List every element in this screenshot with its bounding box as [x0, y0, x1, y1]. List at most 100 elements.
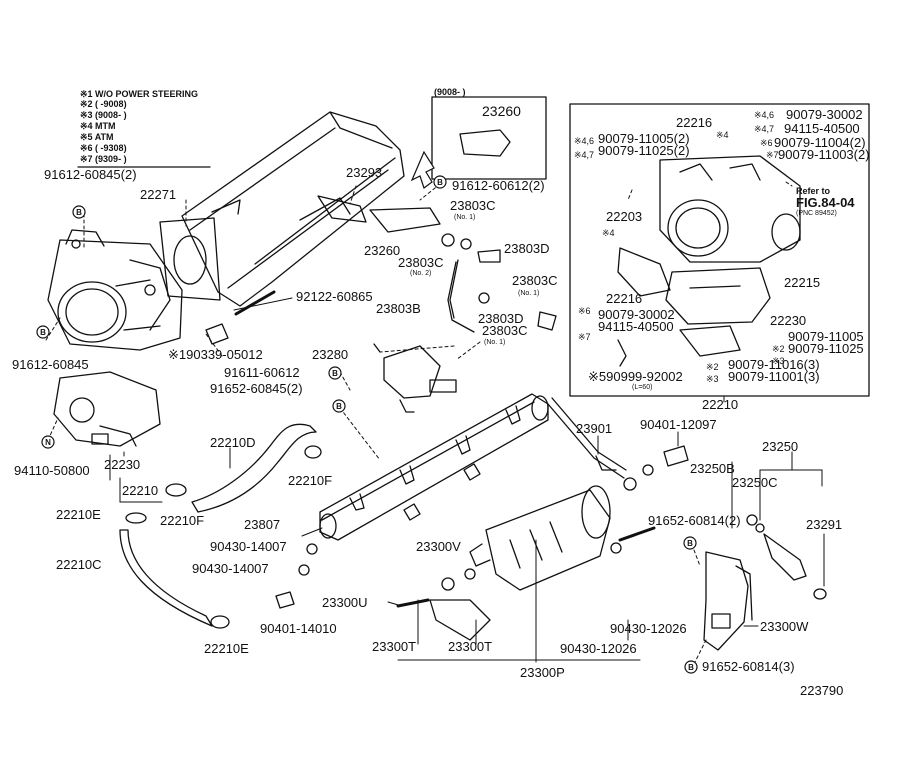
legend-line-3: ※3 (9008- )	[80, 110, 127, 120]
pipe-90339	[205, 323, 229, 345]
label-r22215: 22215	[784, 275, 821, 290]
label-r22216-top: 22216	[676, 115, 713, 130]
label-23300U: 23300U	[322, 595, 368, 610]
label-23291: 23291	[806, 517, 843, 532]
inset-injector	[459, 129, 511, 157]
inset-box-right	[569, 103, 870, 397]
label-90339-05012: ※190339-05012	[168, 347, 263, 362]
throttle-body-left	[47, 229, 183, 351]
label-r94115-40500-b: 94115-40500	[598, 319, 674, 334]
label-r-s7: ※7	[766, 150, 779, 160]
label-r90079-11005: 90079-11005	[788, 329, 864, 344]
label-91652-60814-3: 91652-60814(3)	[702, 659, 795, 674]
label-22230-left: 22230	[104, 457, 141, 472]
fuel-pipe-23901	[547, 403, 625, 479]
legend-line-1: ※1 W/O POWER STEERING	[80, 89, 199, 99]
label-r22216-mid: 22216	[606, 291, 643, 306]
label-23250C: 23250C	[732, 475, 778, 490]
label-22210E-bottom: 22210E	[204, 641, 249, 656]
hose-22210C	[119, 529, 213, 627]
idle-valve-right	[665, 267, 771, 357]
label-r90079-30002-b: 90079-30002	[598, 307, 675, 322]
inset-box-top	[431, 96, 547, 180]
gasket-23293	[317, 195, 367, 223]
label-r-s6-b: ※6	[578, 306, 591, 316]
label-23803C-2-note: (No. 2)	[410, 270, 432, 277]
label-22210F-right: 22210F	[288, 473, 333, 488]
label-23300T-b: 23300T	[448, 639, 493, 654]
label-refer-to: Refer to	[796, 186, 831, 196]
label-90401-14010: 90401-14010	[260, 621, 337, 636]
throttle-body-right	[617, 155, 801, 297]
clamp-22210F-b	[304, 445, 322, 459]
bolt-90401-14010	[275, 591, 295, 609]
injector-23291	[763, 533, 807, 581]
label-94110-50800: 94110-50800	[14, 463, 90, 478]
hose-22210D	[191, 423, 317, 513]
hose-L60	[617, 339, 627, 367]
label-r-s3: ※3	[772, 356, 785, 366]
label-23803C-3-note: (No. 1)	[518, 290, 540, 297]
marker-b-6: B	[687, 539, 693, 548]
label-r-s4-6a: ※4,6	[754, 110, 775, 120]
clamp-22210E	[125, 512, 147, 524]
label-23803C-4: 23803C	[482, 323, 528, 338]
label-r-s6: ※6	[760, 138, 773, 148]
label-91612-60845-2: 91612-60845(2)	[44, 167, 137, 182]
label-r-s4-b: ※4	[602, 228, 615, 238]
plenum-flange	[159, 217, 221, 301]
marker-n: N	[45, 438, 51, 447]
label-r90079-11025: 90079-11025	[788, 341, 864, 356]
label-23803C-2: 23803C	[398, 255, 444, 270]
marker-b-1: B	[76, 208, 82, 217]
inset-top-part: 23260	[482, 103, 521, 119]
clamp-22210F	[165, 483, 187, 497]
marker-b-4: B	[332, 369, 338, 378]
label-fig-84-04: FIG.84-04	[796, 195, 855, 210]
label-90430-12026-b: 90430-12026	[610, 621, 687, 636]
label-r-s2-b: ※2	[706, 362, 719, 372]
label-r-l60: (L=60)	[632, 384, 653, 391]
label-23901: 23901	[576, 421, 613, 436]
label-r90999-92002: ※590999-92002	[588, 369, 683, 384]
pressure-regulator	[373, 343, 457, 413]
label-pnc: (PNC 89452)	[796, 210, 837, 217]
label-r-s7-b: ※7	[578, 332, 591, 342]
label-23300P: 23300P	[520, 665, 565, 680]
label-23803C-1: 23803C	[450, 198, 496, 213]
arrow-icon	[410, 150, 435, 189]
label-91612-60845: 91612-60845	[12, 357, 89, 372]
label-r90079-11025-2: 90079-11025(2)	[598, 143, 690, 158]
label-23300W: 23300W	[760, 619, 809, 634]
fuel-filter	[429, 485, 611, 641]
label-23260-main: 23260	[364, 243, 401, 258]
label-23803D-1: 23803D	[504, 241, 550, 256]
label-23250B: 23250B	[690, 461, 735, 476]
label-r-s3-b: ※3	[706, 374, 719, 384]
legend-line-5: ※5 ATM	[80, 132, 114, 142]
label-r90079-11004-2: 90079-11004(2)	[774, 135, 866, 150]
leader-lines-solid	[109, 297, 825, 663]
label-r22230: 22230	[770, 313, 807, 328]
label-r-s4-7b: ※4,7	[574, 150, 595, 160]
washer-b	[298, 564, 310, 576]
label-22210-left: 22210	[122, 483, 159, 498]
label-r-s2: ※2	[772, 344, 785, 354]
legend-line-4: ※4 MTM	[80, 121, 116, 131]
label-91612-60612-2: 91612-60612(2)	[452, 178, 545, 193]
label-22271: 22271	[140, 187, 177, 202]
washer-a	[306, 543, 318, 555]
label-r90079-11016-3: 90079-11016(3)	[728, 357, 820, 372]
label-r22210-footer: 22210	[702, 397, 739, 412]
label-23807: 23807	[244, 517, 281, 532]
label-22210C: 22210C	[56, 557, 102, 572]
label-r90079-11001-3: 90079-11001(3)	[728, 369, 820, 384]
label-r90079-11003-2: 90079-11003(2)	[778, 147, 870, 162]
fuel-line-return	[429, 599, 491, 641]
label-r94115-40500: 94115-40500	[784, 121, 860, 136]
marker-b-5: B	[336, 402, 342, 411]
inset-top-date: (9008- )	[434, 87, 466, 97]
label-23803C-1-note: (No. 1)	[454, 214, 476, 221]
